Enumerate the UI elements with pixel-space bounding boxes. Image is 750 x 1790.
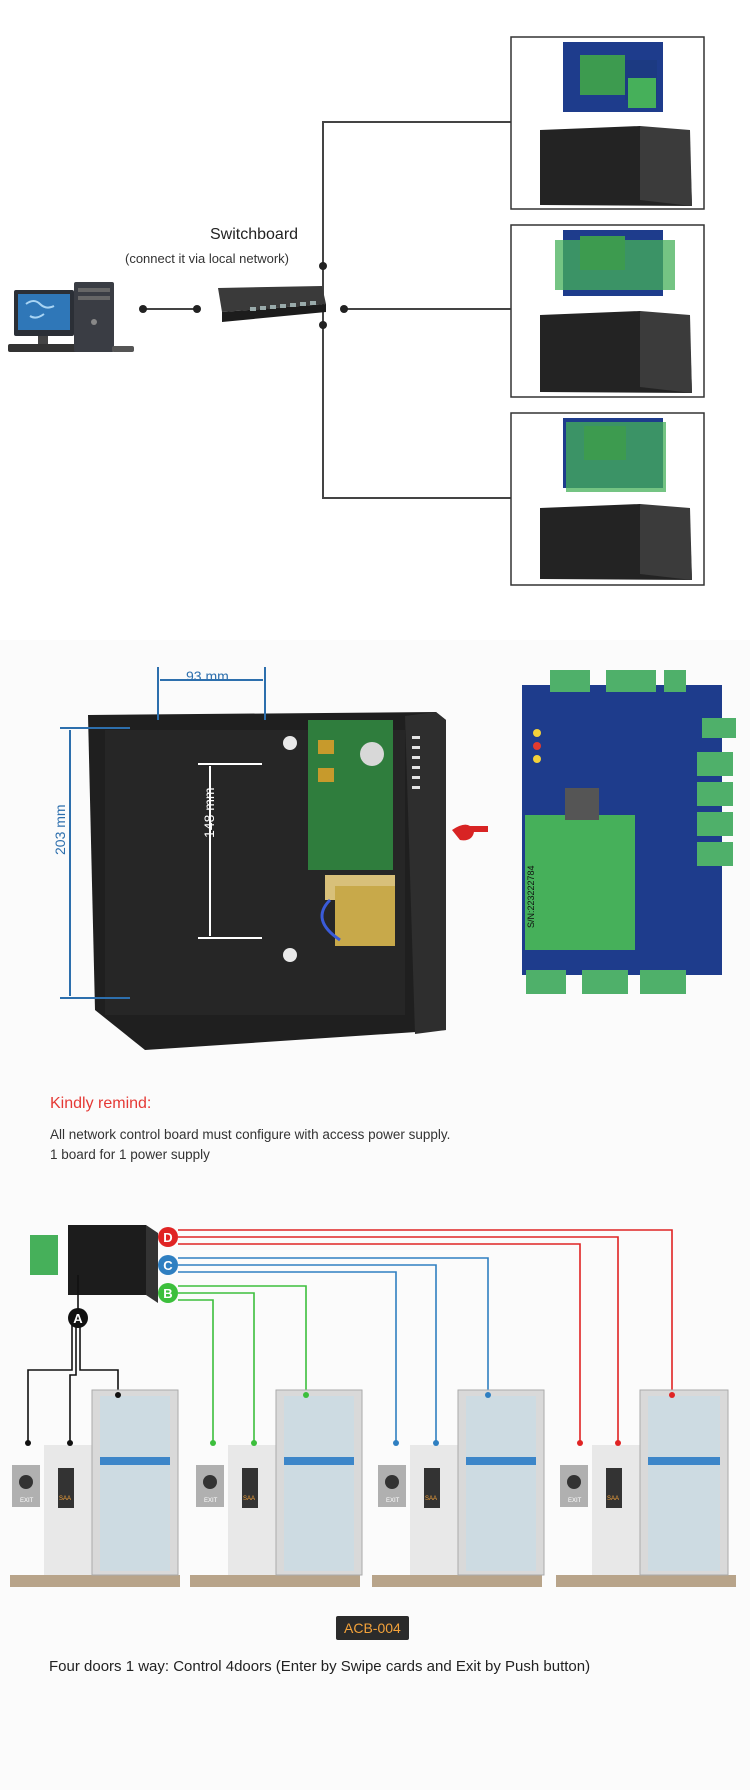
label-c-badge: C: [158, 1255, 178, 1275]
hole-spacing-label: 148 mm: [201, 787, 217, 838]
svg-text:SAA: SAA: [425, 1496, 437, 1502]
svg-text:A: A: [73, 1311, 83, 1326]
connection-dots: [139, 262, 348, 329]
svg-text:EXIT: EXIT: [204, 1498, 218, 1504]
controller-board: [522, 670, 736, 994]
wire-a: [27, 1275, 119, 1443]
label-a-badge: A: [68, 1308, 88, 1328]
switchboard-title: Switchboard: [210, 226, 299, 243]
height-dimension-label: 203 mm: [52, 804, 68, 855]
door-set-3: [372, 1389, 545, 1587]
svg-text:EXIT: EXIT: [20, 1498, 34, 1504]
dimension-diagram: [60, 667, 736, 1050]
pointer-hand-icon: [452, 824, 488, 841]
svg-text:EXIT: EXIT: [386, 1498, 400, 1504]
controller-frame-1: [510, 36, 705, 210]
wire-d: [178, 1229, 673, 1443]
network-lines: [143, 121, 512, 499]
svg-text:B: B: [163, 1286, 172, 1301]
power-enclosure: [88, 712, 446, 1050]
width-dimension-label: 93 mm: [186, 668, 229, 684]
door-set-2: [190, 1389, 363, 1587]
door-wiring-diagram: A B C D: [10, 1225, 736, 1587]
switchboard-subtitle: (connect it via local network): [125, 251, 290, 266]
wire-b: [178, 1285, 307, 1443]
exit-button-labels: EXIT EXIT EXIT EXIT: [20, 1498, 582, 1504]
svg-text:SAA: SAA: [607, 1496, 619, 1502]
dimension-lines: [60, 667, 266, 999]
remind-line-1: All network control board must configure…: [50, 1127, 451, 1142]
network-switch-icon: [218, 286, 326, 322]
label-d-badge: D: [158, 1227, 178, 1247]
svg-text:C: C: [163, 1258, 173, 1273]
model-badge: ACB-004: [336, 1616, 409, 1640]
wire-c: [178, 1257, 489, 1443]
door-caption: Four doors 1 way: Control 4doors (Enter …: [49, 1658, 591, 1675]
svg-text:EXIT: EXIT: [568, 1498, 582, 1504]
controller-frame-2: [510, 224, 705, 398]
board-serial-label: S/N:223222784: [526, 865, 536, 928]
svg-text:SAA: SAA: [59, 1496, 71, 1502]
label-b-badge: B: [158, 1283, 178, 1303]
svg-text:D: D: [163, 1230, 172, 1245]
reader-labels: SAA SAA SAA SAA: [59, 1496, 619, 1502]
computer-icon: [8, 282, 134, 352]
remind-title: Kindly remind:: [50, 1095, 152, 1112]
inner-dimension-lines: [198, 763, 262, 939]
mini-controller: [30, 1225, 158, 1303]
svg-text:SAA: SAA: [243, 1496, 255, 1502]
door-set-4: [556, 1389, 736, 1587]
network-diagram: [8, 36, 705, 586]
remind-line-2: 1 board for 1 power supply: [50, 1147, 210, 1162]
controller-frame-3: [510, 412, 705, 586]
door-set-1: [10, 1389, 180, 1587]
